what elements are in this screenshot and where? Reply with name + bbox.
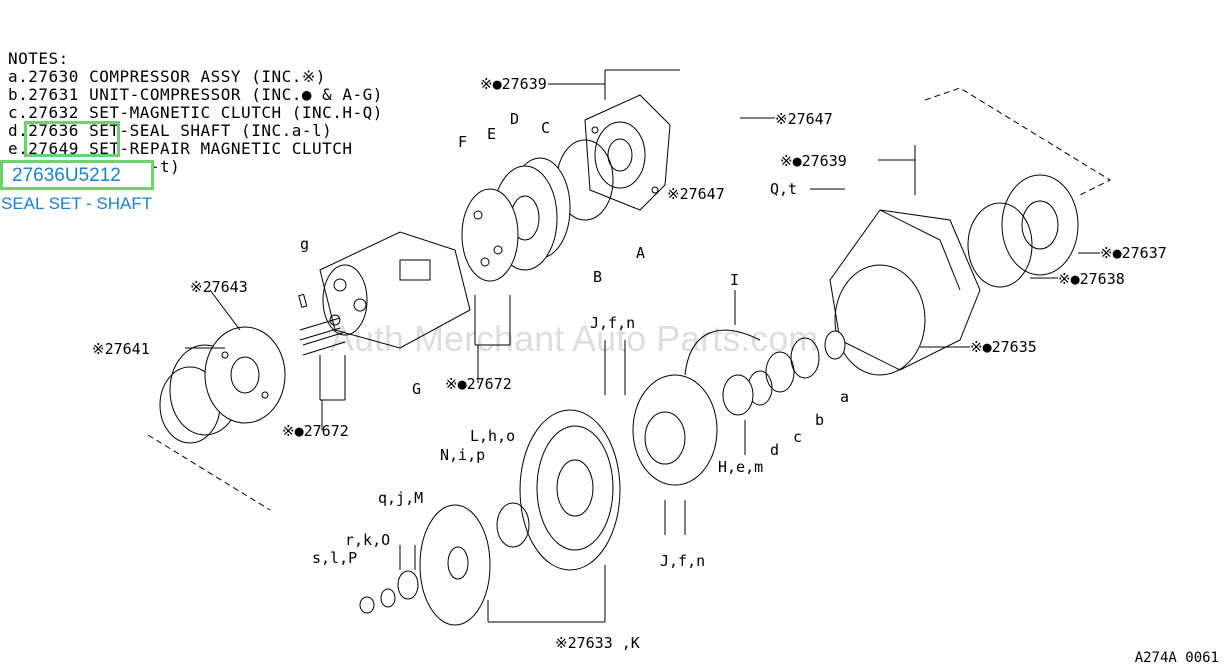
label-lho: L,h,o (470, 427, 515, 445)
label-27633: ※27633 ,K (555, 634, 640, 652)
label-D: D (510, 110, 519, 128)
note-line-a: a.27630 COMPRESSOR ASSY (INC.※) (8, 67, 326, 86)
label-27647-right: ※27647 (775, 110, 833, 128)
nut-slP (359, 596, 375, 614)
selected-part-description: SEAL SET - SHAFT (1, 194, 153, 213)
label-qjm: q,j,M (378, 489, 423, 507)
label-jfn-bot: J,f,n (660, 552, 705, 570)
label-27639-right: ※●27639 (780, 152, 847, 170)
seal-a (824, 330, 846, 360)
label-nip: N,i,p (440, 446, 485, 464)
washer-rkO (380, 588, 396, 608)
shim-qjM (397, 570, 419, 600)
label-jfn-top: J,f,n (590, 314, 635, 332)
label-27639-top: ※●27639 (480, 75, 547, 93)
o-ring-rear (967, 202, 1033, 288)
seal-b (790, 337, 820, 379)
watermark: Auth Merchant Auto Parts.com (330, 318, 819, 359)
valve-plate-stack (461, 157, 571, 282)
leader-lines (185, 69, 1100, 623)
label-hem: H,e,m (718, 458, 763, 476)
rear-housing-group (147, 326, 286, 511)
pulley (519, 409, 621, 571)
label-27637: ※●27637 (1100, 244, 1167, 262)
label-d: d (770, 441, 779, 459)
label-qt: Q,t (770, 180, 797, 198)
label-F: F (458, 133, 467, 151)
spacer-hem (722, 374, 754, 416)
label-27672-left: ※●27672 (282, 422, 349, 440)
notes-title: NOTES: (8, 49, 69, 68)
ring-lho (496, 502, 530, 548)
cylinder-block (299, 231, 471, 356)
label-a: a (840, 388, 849, 406)
compressor-housing (829, 87, 1112, 376)
label-I: I (730, 271, 739, 289)
label-A: A (636, 244, 645, 262)
selected-part-number[interactable]: 27636U5212 (0, 160, 154, 190)
label-g: g (300, 235, 309, 253)
pin-g (298, 293, 308, 308)
label-27638: ※●27638 (1058, 270, 1125, 288)
highlight-27636[interactable] (24, 121, 120, 157)
callout-labels: ※●27639 ※27647 ※27647 ※●27639 Q,t ※●2763… (92, 75, 1167, 652)
notes-block: NOTES: a.27630 COMPRESSOR ASSY (INC.※) b… (8, 50, 383, 176)
label-C: C (541, 119, 550, 137)
note-line-b: b.27631 UNIT-COMPRESSOR (INC.● & A-G) (8, 85, 383, 104)
clutch-plate (419, 504, 491, 626)
label-rko: r,k,O (345, 531, 390, 549)
diagram-code: A274A 0061 (1134, 650, 1219, 666)
label-G: G (412, 380, 421, 398)
label-27635: ※●27635 (970, 338, 1037, 356)
seal-c (765, 351, 795, 393)
label-27647-mid: ※27647 (667, 185, 725, 203)
note-line-e: e.27649 SET-REPAIR MAGNETIC CLUTCH (8, 139, 353, 158)
label-E: E (487, 125, 496, 143)
label-B: B (593, 268, 602, 286)
label-27672-mid: ※●27672 (445, 375, 512, 393)
magnetic-coil (632, 329, 761, 486)
label-27641: ※27641 (92, 340, 150, 358)
front-cover-plate (584, 94, 671, 211)
label-27643: ※27643 (190, 278, 248, 296)
label-c: c (793, 428, 802, 446)
label-b: b (815, 411, 824, 429)
label-slp: s,l,P (312, 549, 357, 567)
rear-cover (1001, 174, 1079, 276)
note-line-c: c.27632 SET-MAGNETIC CLUTCH (INC.H-Q) (8, 103, 383, 122)
